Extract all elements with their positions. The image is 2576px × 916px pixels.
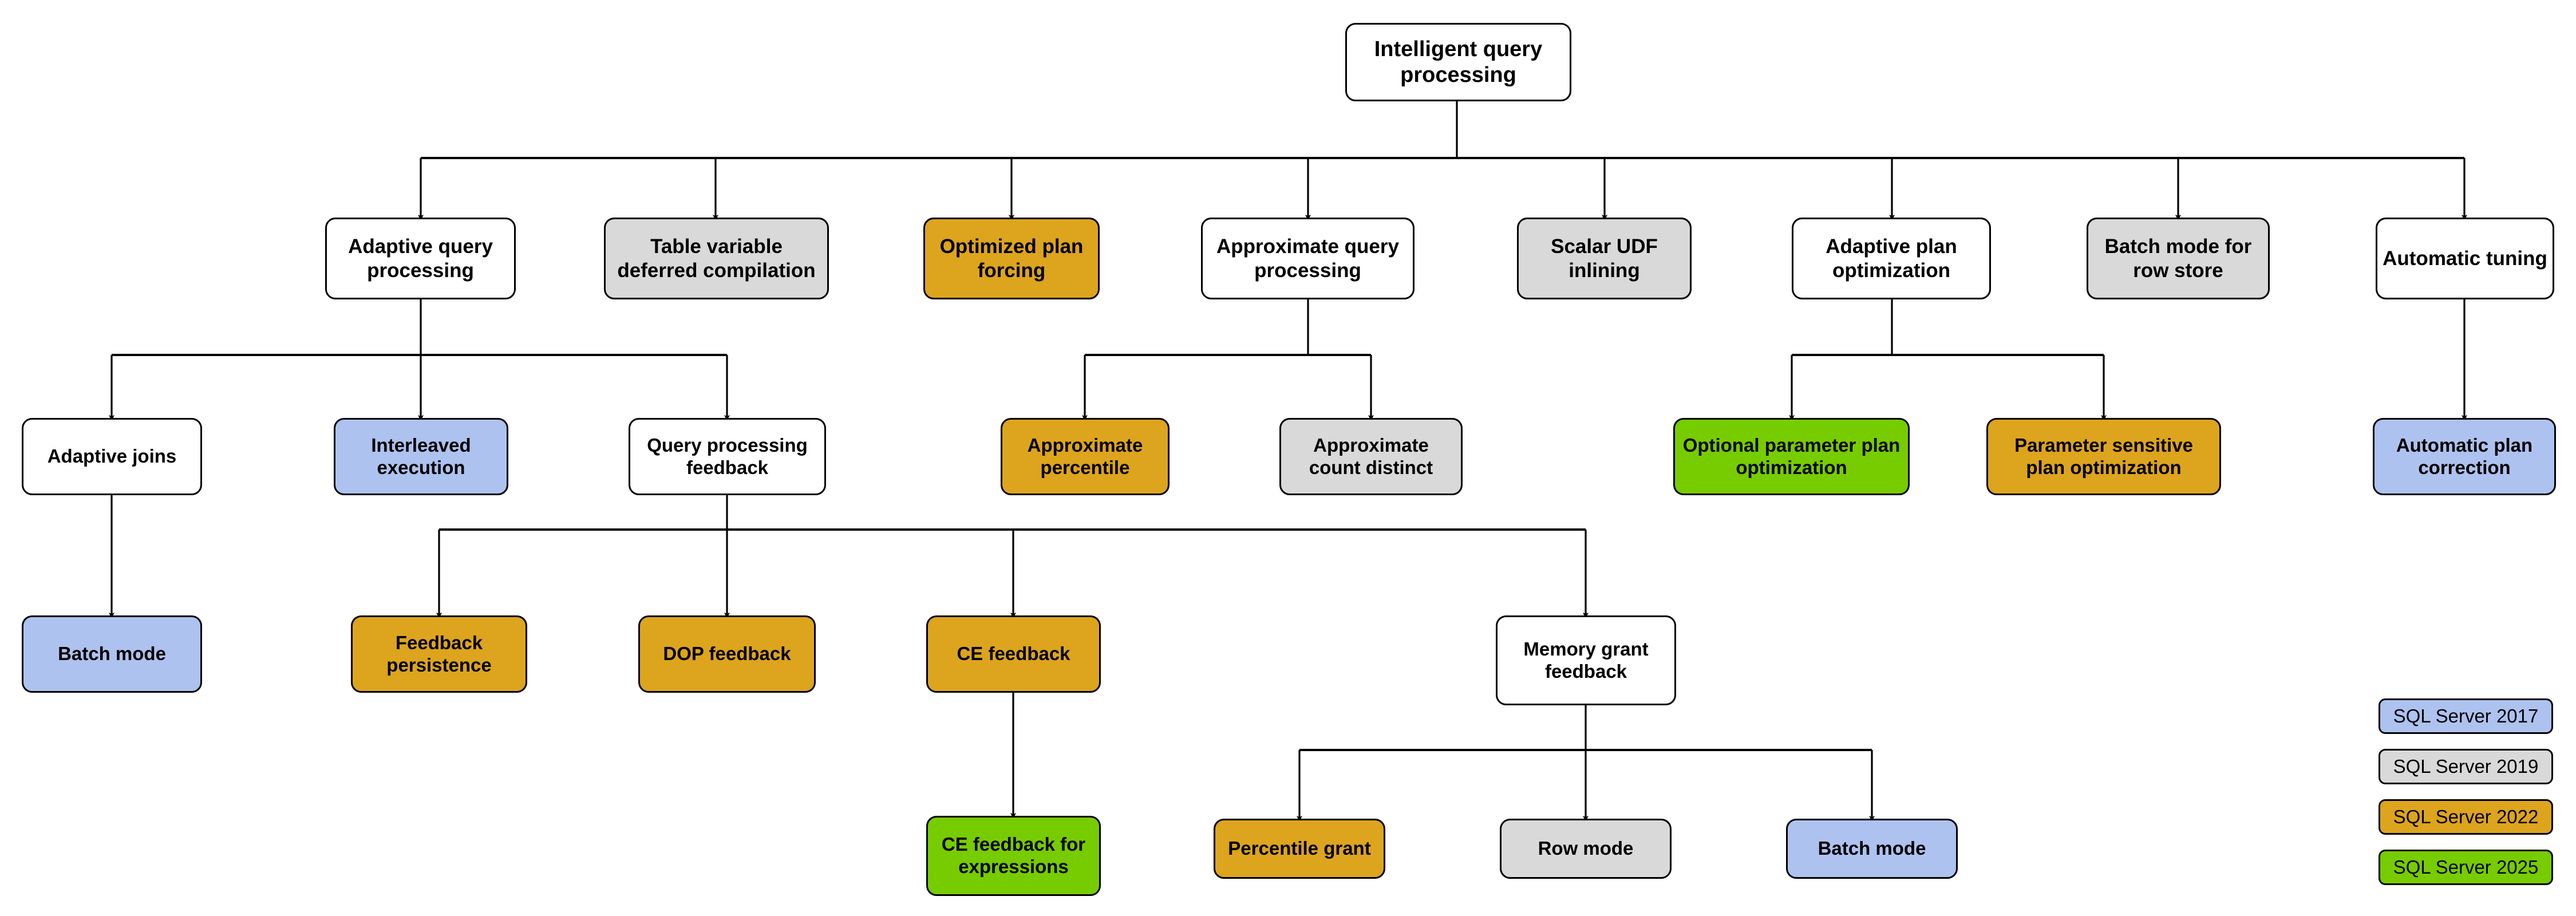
node-batch-mode-adaptive-joins[interactable]: Batch mode (22, 615, 202, 693)
node-optimized-plan-forcing[interactable]: Optimized plan forcing (923, 218, 1100, 299)
node-label: CE feedback (957, 643, 1070, 665)
node-ce-feedback[interactable]: CE feedback (926, 615, 1101, 693)
node-row-mode[interactable]: Row mode (1500, 819, 1672, 879)
node-interleaved-execution[interactable]: Interleaved execution (334, 418, 508, 495)
node-label: Approximate percentile (1027, 434, 1143, 478)
node-batch-mode-for-row-store[interactable]: Batch mode for row store (2087, 218, 2270, 299)
node-label: Automatic plan correction (2396, 434, 2533, 478)
node-label: Scalar UDF inlining (1551, 235, 1658, 282)
legend-item-sql-server-2017: SQL Server 2017 (2379, 698, 2553, 734)
node-label: Query processing feedback (647, 434, 808, 478)
node-automatic-tuning[interactable]: Automatic tuning (2376, 218, 2554, 299)
node-approximate-count-distinct[interactable]: Approximate count distinct (1279, 418, 1463, 495)
node-label: Adaptive joins (47, 445, 177, 467)
node-dop-feedback[interactable]: DOP feedback (638, 615, 816, 693)
node-label: Percentile grant (1228, 838, 1371, 859)
node-intelligent-query-processing[interactable]: Intelligent query processing (1345, 23, 1571, 101)
node-label: Memory grant feedback (1523, 638, 1649, 682)
legend-label: SQL Server 2025 (2393, 856, 2539, 878)
node-label: Adaptive query processing (348, 235, 493, 282)
node-label: CE feedback for expressions (941, 834, 1086, 877)
node-batch-mode-memory-grant[interactable]: Batch mode (1786, 819, 1958, 879)
node-label: DOP feedback (663, 643, 791, 665)
legend-item-sql-server-2019: SQL Server 2019 (2379, 749, 2553, 784)
node-parameter-sensitive-plan-optimization[interactable]: Parameter sensitive plan optimization (1986, 418, 2221, 495)
node-label: Optimized plan forcing (939, 235, 1084, 282)
node-automatic-plan-correction[interactable]: Automatic plan correction (2373, 418, 2556, 495)
node-label: Batch mode (1818, 838, 1926, 859)
legend-label: SQL Server 2017 (2393, 705, 2539, 727)
node-approximate-query-processing[interactable]: Approximate query processing (1201, 218, 1415, 299)
node-label: Intelligent query processing (1374, 37, 1543, 87)
node-memory-grant-feedback[interactable]: Memory grant feedback (1496, 615, 1676, 705)
legend-label: SQL Server 2019 (2393, 756, 2539, 777)
node-optional-parameter-plan-optimization[interactable]: Optional parameter plan optimization (1673, 418, 1910, 495)
node-ce-feedback-for-expressions[interactable]: CE feedback for expressions (926, 816, 1101, 896)
node-scalar-udf-inlining[interactable]: Scalar UDF inlining (1517, 218, 1692, 299)
node-label: Parameter sensitive plan optimization (2014, 434, 2193, 478)
node-label: Interleaved execution (371, 434, 471, 478)
legend-label: SQL Server 2022 (2393, 806, 2539, 827)
legend-item-sql-server-2025: SQL Server 2025 (2379, 850, 2553, 885)
node-label: Adaptive plan optimization (1826, 235, 1957, 282)
node-percentile-grant[interactable]: Percentile grant (1214, 819, 1385, 879)
node-approximate-percentile[interactable]: Approximate percentile (1001, 418, 1170, 495)
node-label: Optional parameter plan optimization (1682, 434, 1901, 478)
node-query-processing-feedback[interactable]: Query processing feedback (629, 418, 826, 495)
node-label: Batch mode for row store (2104, 235, 2252, 282)
node-adaptive-query-processing[interactable]: Adaptive query processing (325, 218, 516, 299)
node-label: Approximate query processing (1216, 235, 1399, 282)
node-feedback-persistence[interactable]: Feedback persistence (351, 615, 527, 693)
node-label: Automatic tuning (2383, 247, 2547, 270)
node-table-variable-deferred-compilation[interactable]: Table variable deferred compilation (604, 218, 829, 299)
node-adaptive-plan-optimization[interactable]: Adaptive plan optimization (1792, 218, 1991, 299)
node-adaptive-joins[interactable]: Adaptive joins (22, 418, 202, 495)
node-label: Batch mode (58, 643, 166, 665)
legend-item-sql-server-2022: SQL Server 2022 (2379, 799, 2553, 835)
node-label: Approximate count distinct (1309, 434, 1433, 478)
node-label: Feedback persistence (386, 631, 492, 676)
node-label: Row mode (1538, 838, 1634, 859)
node-label: Table variable deferred compilation (617, 235, 816, 282)
